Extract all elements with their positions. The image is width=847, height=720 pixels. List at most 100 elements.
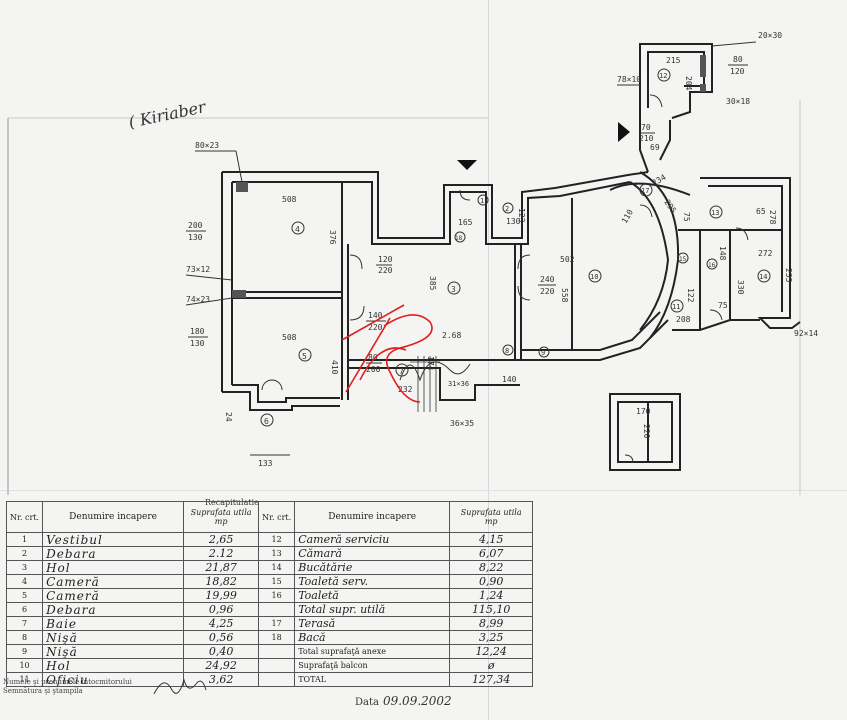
cell-area2: 8,22 xyxy=(449,560,534,575)
dark-signature-mark xyxy=(399,361,471,382)
svg-text:508: 508 xyxy=(282,195,297,204)
svg-text:17: 17 xyxy=(641,187,649,195)
svg-text:16: 16 xyxy=(708,262,716,269)
svg-text:122: 122 xyxy=(686,288,695,303)
cell-nr: 9 xyxy=(5,644,44,659)
svg-text:220: 220 xyxy=(642,424,651,439)
svg-text:30×18: 30×18 xyxy=(726,97,750,106)
cell-name2: Cameră serviciu xyxy=(294,532,451,547)
svg-text:272: 272 xyxy=(758,249,773,258)
red-signature-mark xyxy=(341,304,433,403)
cell-area2: 3,25 xyxy=(449,630,534,645)
cell-nr: 1 xyxy=(5,532,44,547)
svg-text:7: 7 xyxy=(399,367,404,376)
header-nr: Nr. crt. xyxy=(5,501,44,533)
svg-text:36×35: 36×35 xyxy=(450,419,474,428)
svg-text:120: 120 xyxy=(378,255,393,264)
floor-plan-drawing: ( Kiriaber xyxy=(7,31,818,495)
cell-area2: 127,34 xyxy=(449,672,534,687)
header-area: Suprafata utila mp xyxy=(183,501,260,533)
cell-nr: 3 xyxy=(5,560,44,575)
cell-nr2: 16 xyxy=(258,588,296,603)
svg-text:15: 15 xyxy=(679,256,687,263)
cell-area: 4,25 xyxy=(183,616,260,631)
cell-area: 0,40 xyxy=(183,644,260,659)
svg-text:8: 8 xyxy=(505,347,509,355)
svg-text:165: 165 xyxy=(458,218,473,227)
svg-text:74×23: 74×23 xyxy=(186,295,210,304)
table-row: 8 Nişă 0,56 18 Bacă 3,25 xyxy=(5,630,534,645)
header-name: Denumire incapere xyxy=(42,501,185,533)
svg-text:200: 200 xyxy=(366,365,381,374)
svg-text:123: 123 xyxy=(517,208,526,223)
table-row: 2 Debara 2.12 13 Cămară 6,07 xyxy=(5,546,534,561)
svg-text:376: 376 xyxy=(328,230,337,245)
cell-area2: 12,24 xyxy=(449,644,534,659)
svg-text:200: 200 xyxy=(188,221,203,230)
svg-text:385: 385 xyxy=(428,276,437,291)
cell-name: Baie xyxy=(42,616,185,631)
svg-text:502: 502 xyxy=(560,255,575,264)
cell-area: 24,92 xyxy=(183,658,260,673)
cell-nr2 xyxy=(258,658,296,673)
cell-nr: 2 xyxy=(5,546,44,561)
cell-name2: Total supr. utilă xyxy=(294,602,451,617)
svg-text:180: 180 xyxy=(190,327,205,336)
callouts: 80×23 200 130 73×12 74×23 180 130 20×30 … xyxy=(185,31,818,428)
svg-text:65: 65 xyxy=(756,207,766,216)
svg-text:295: 295 xyxy=(662,198,678,215)
cell-area: 2.12 xyxy=(183,546,260,561)
svg-text:558: 558 xyxy=(560,288,569,303)
table-row: 3 Hol 21,87 14 Bucătărie 8,22 xyxy=(5,560,534,575)
cell-name2: Total suprafaţă anexe xyxy=(294,644,451,659)
svg-text:14: 14 xyxy=(759,273,767,281)
svg-text:140: 140 xyxy=(502,375,517,384)
svg-text:11: 11 xyxy=(672,303,680,311)
cell-area2: ø xyxy=(449,658,534,673)
cell-name: Debara xyxy=(42,546,185,561)
table-row: 9 Nişă 0,40 Total suprafaţă anexe 12,24 xyxy=(5,644,534,659)
entrance-arrow-icon xyxy=(457,160,477,170)
svg-text:110: 110 xyxy=(620,208,635,225)
svg-text:10: 10 xyxy=(590,273,598,281)
cell-nr2: 18 xyxy=(258,630,296,645)
cell-area2: 0,90 xyxy=(449,574,534,589)
svg-text:80: 80 xyxy=(368,353,378,362)
svg-text:75: 75 xyxy=(718,301,728,310)
svg-text:9: 9 xyxy=(541,349,545,357)
table-row: 1 Vestibul 2,65 12 Cameră serviciu 4,15 xyxy=(5,532,534,547)
cell-area2: 8,99 xyxy=(449,616,534,631)
svg-text:208: 208 xyxy=(676,315,691,324)
svg-text:133: 133 xyxy=(258,459,273,468)
svg-text:69: 69 xyxy=(650,143,660,152)
cell-name: Vestibul xyxy=(42,532,185,547)
cell-nr2: 13 xyxy=(258,546,296,561)
svg-text:220: 220 xyxy=(378,266,393,275)
svg-text:232: 232 xyxy=(398,385,413,394)
room-number-markers: 4 5 6 3 1 2 7 8 9 10 11 12 13 14 15 16 1… xyxy=(260,68,771,427)
svg-text:410: 410 xyxy=(330,360,339,375)
date-value: 09.09.2002 xyxy=(382,694,452,708)
svg-text:92×14: 92×14 xyxy=(794,329,818,338)
cell-name2: Suprafaţă balcon xyxy=(294,658,451,673)
svg-text:3: 3 xyxy=(451,285,456,294)
cell-name: Oficiu xyxy=(42,672,185,687)
cell-nr: 8 xyxy=(5,630,44,645)
signature-scribble xyxy=(153,678,207,695)
entrance-arrow-icon xyxy=(618,122,630,142)
svg-text:170: 170 xyxy=(636,407,651,416)
cell-name: Hol xyxy=(42,658,185,673)
cell-name2: Bacă xyxy=(294,630,451,645)
cell-name2: Cămară xyxy=(294,546,451,561)
cell-name: Hol xyxy=(42,560,185,575)
cell-nr: 11 xyxy=(5,672,44,687)
table-row: 5 Cameră 19,99 16 Toaletă 1,24 xyxy=(5,588,534,603)
cell-area2: 4,15 xyxy=(449,532,534,547)
svg-text:12: 12 xyxy=(659,72,667,80)
cell-nr2: 15 xyxy=(258,574,296,589)
header-nr2: Nr. crt. xyxy=(258,501,296,533)
svg-text:204: 204 xyxy=(684,76,693,91)
cell-name: Debara xyxy=(42,602,185,617)
svg-text:220: 220 xyxy=(540,287,555,296)
